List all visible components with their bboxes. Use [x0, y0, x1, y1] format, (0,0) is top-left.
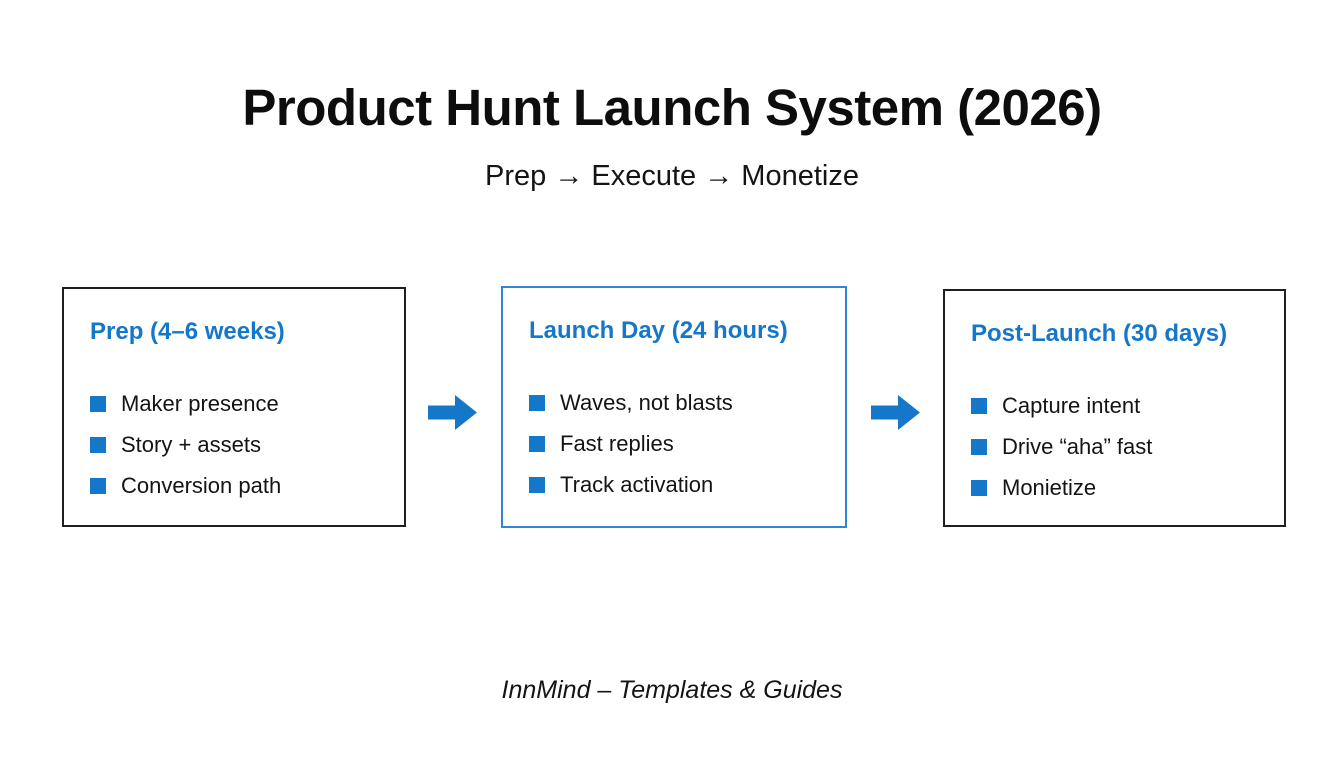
- list-item-label: Track activation: [560, 472, 714, 497]
- arrow-right-icon: [428, 395, 477, 430]
- stage-items-post-launch: Capture intent Drive “aha” fast Monietiz…: [971, 394, 1258, 500]
- list-item-label: Conversion path: [121, 473, 282, 498]
- square-bullet-icon: [529, 436, 545, 452]
- stage-items-prep: Maker presence Story + assets Conversion…: [90, 392, 378, 498]
- square-bullet-icon: [529, 477, 545, 493]
- square-bullet-icon: [90, 396, 106, 412]
- square-bullet-icon: [971, 398, 987, 414]
- list-item: Fast replies: [529, 432, 819, 456]
- stage-items-launch-day: Waves, not blasts Fast replies Track act…: [529, 391, 819, 497]
- list-item-label: Story + assets: [121, 432, 262, 457]
- square-bullet-icon: [90, 437, 106, 453]
- stage-box-launch-day: Launch Day (24 hours) Waves, not blasts …: [501, 286, 847, 528]
- page-subtitle: Prep → Execute → Monetize: [485, 160, 859, 192]
- square-bullet-icon: [971, 480, 987, 496]
- list-item-label: Monietize: [1002, 475, 1097, 500]
- list-item: Story + assets: [90, 433, 378, 457]
- stage-title-prep: Prep (4–6 weeks): [90, 318, 285, 345]
- stage-title-launch-day: Launch Day (24 hours): [529, 317, 788, 344]
- list-item: Conversion path: [90, 474, 378, 498]
- list-item-label: Capture intent: [1002, 393, 1141, 418]
- list-item-label: Fast replies: [560, 431, 674, 456]
- list-item-label: Drive “aha” fast: [1002, 434, 1153, 459]
- list-item: Waves, not blasts: [529, 391, 819, 415]
- square-bullet-icon: [90, 478, 106, 494]
- list-item: Maker presence: [90, 392, 378, 416]
- page-title: Product Hunt Launch System (2026): [242, 79, 1102, 136]
- list-item: Capture intent: [971, 394, 1258, 418]
- square-bullet-icon: [971, 439, 987, 455]
- list-item-label: Maker presence: [121, 391, 279, 416]
- arrow-right-icon: [871, 395, 920, 430]
- stage-box-prep: Prep (4–6 weeks) Maker presence Story + …: [62, 287, 406, 527]
- list-item: Drive “aha” fast: [971, 435, 1258, 459]
- footer-branding: InnMind – Templates & Guides: [501, 676, 843, 704]
- list-item: Track activation: [529, 473, 819, 497]
- list-item: Monietize: [971, 476, 1258, 500]
- list-item-label: Waves, not blasts: [560, 390, 733, 415]
- stage-box-post-launch: Post-Launch (30 days) Capture intent Dri…: [943, 289, 1286, 527]
- square-bullet-icon: [529, 395, 545, 411]
- stage-title-post-launch: Post-Launch (30 days): [971, 320, 1228, 347]
